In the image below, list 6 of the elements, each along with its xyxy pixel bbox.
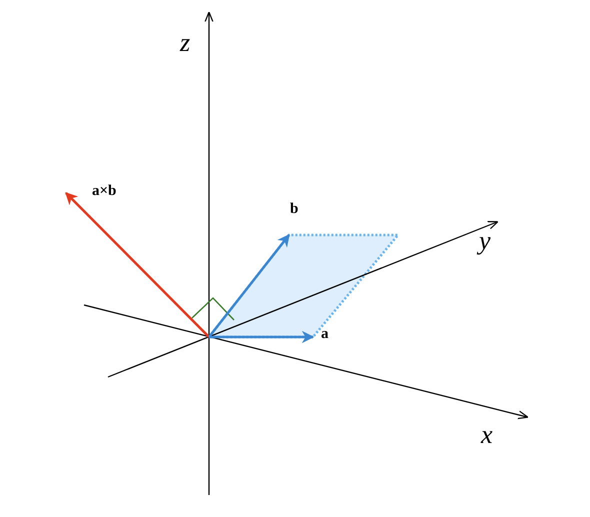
axis-label: y bbox=[479, 228, 491, 254]
vector-label: a×b bbox=[92, 184, 116, 199]
vector-label: b bbox=[290, 202, 298, 217]
axis-label: z bbox=[180, 30, 190, 56]
vector-label: a bbox=[321, 327, 328, 342]
axis-label: x bbox=[481, 422, 493, 448]
